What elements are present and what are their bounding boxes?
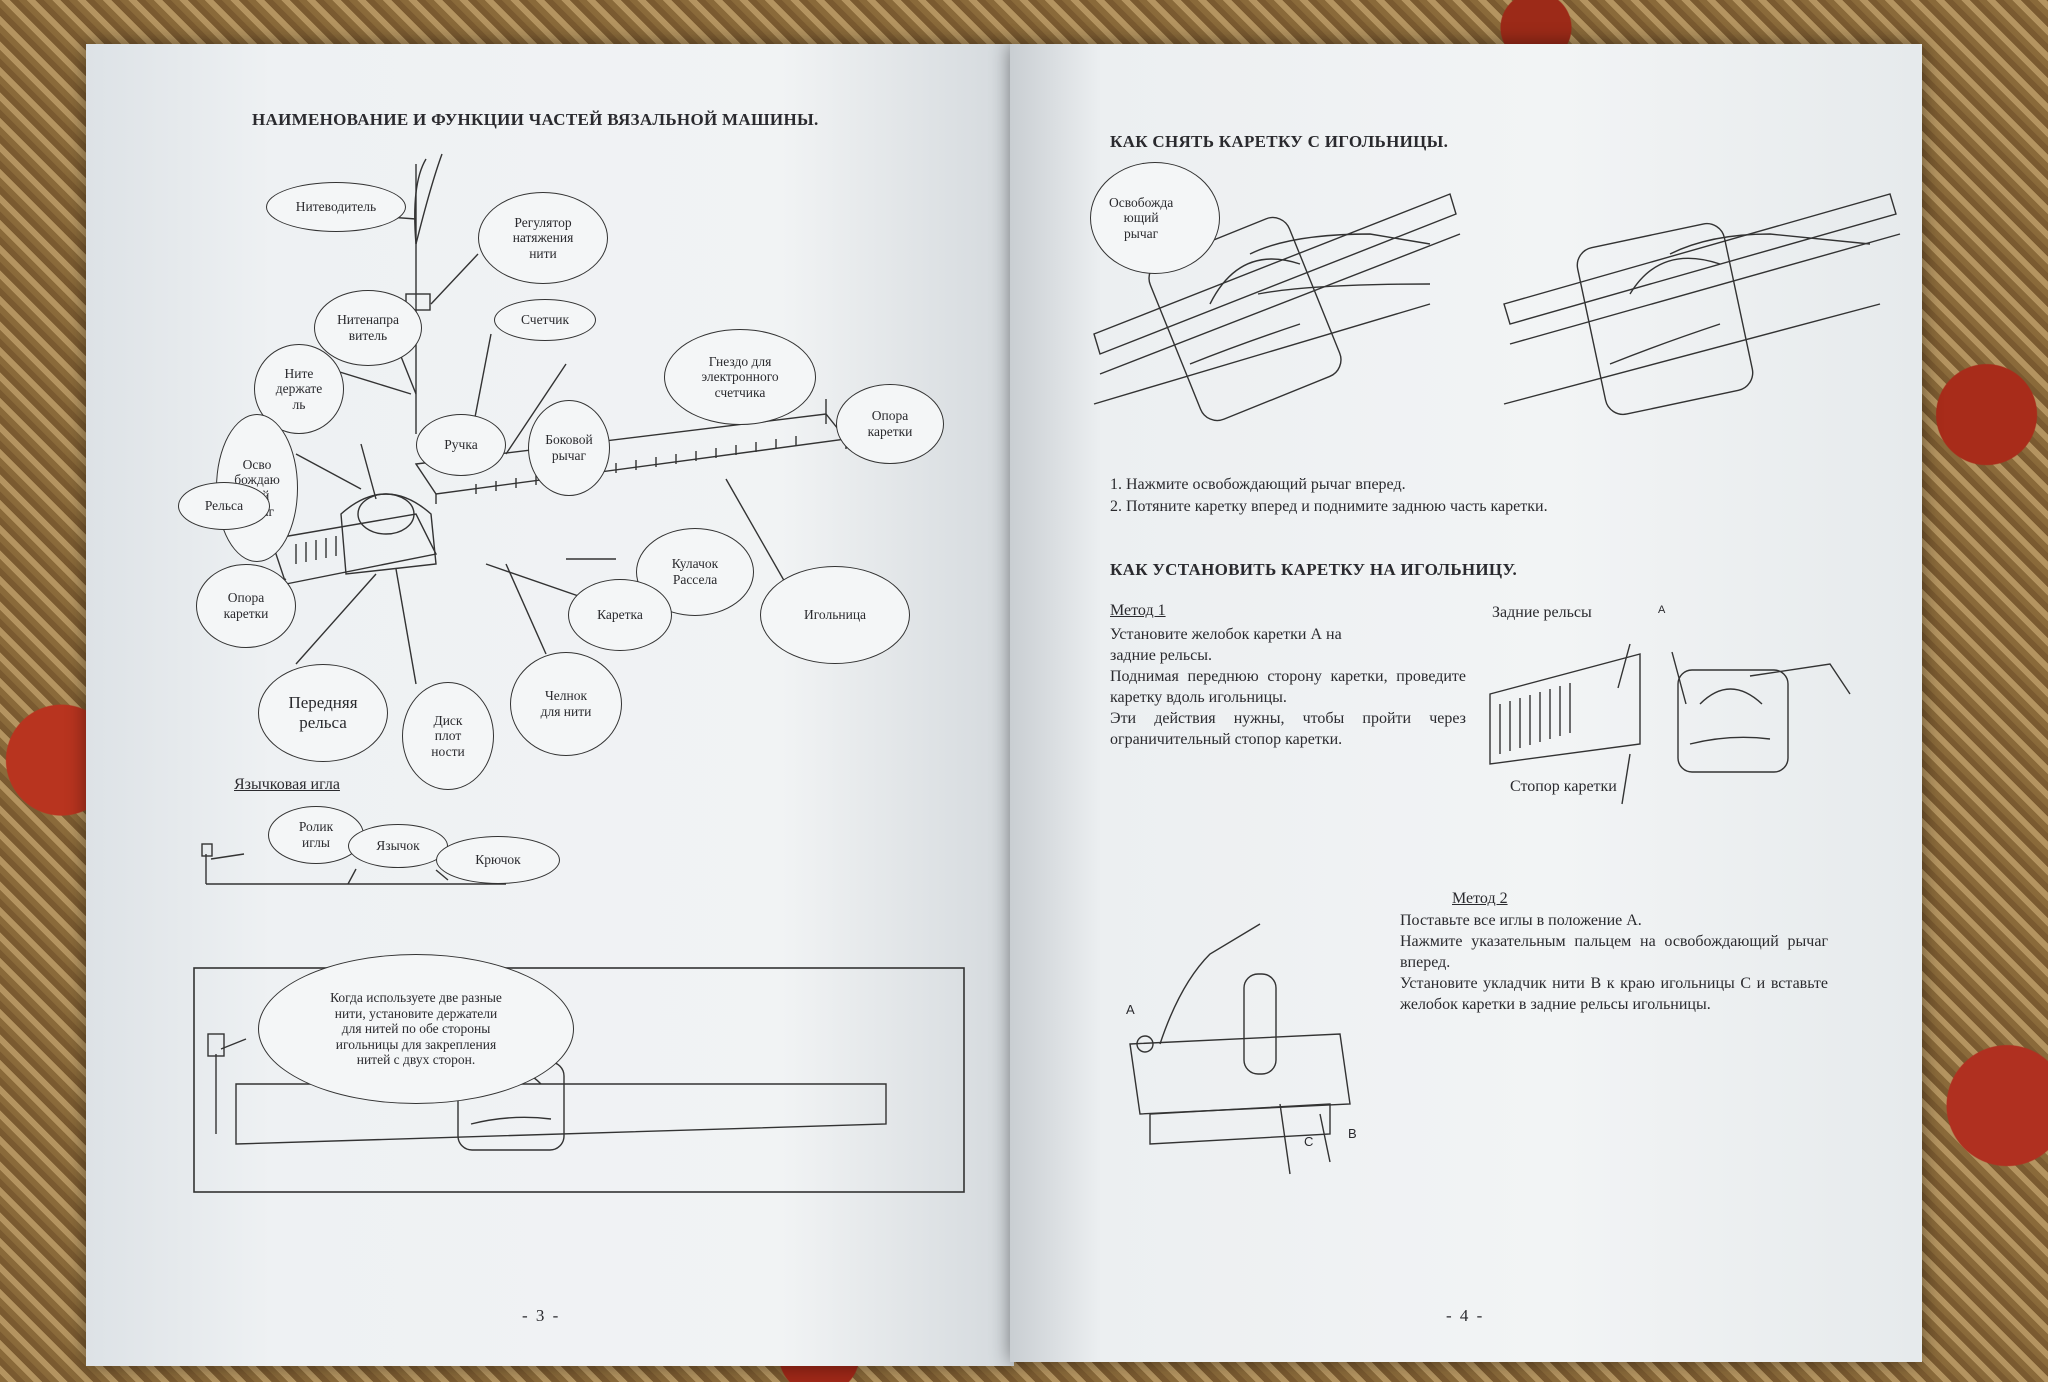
label-groove-a: A [1658,604,1666,616]
method2-heading: Метод 2 [1452,890,1508,907]
callout-tension-dial: Диск плот ности [402,682,494,790]
callout-front-rail: Передняя рельса [258,664,388,762]
tip-bubble: Когда используете две разные нити, устан… [258,954,574,1104]
remove-step-1: 1. Нажмите освобождающий рычаг вперед. [1110,476,1406,493]
callout-release-lever-right: Освобожда ющий рычаг [1090,162,1220,274]
method2-text: Поставьте все иглы в положение А. Нажмит… [1400,912,1828,1013]
callout-carriage-support-right: Опора каретки [836,384,944,464]
method1-heading: Метод 1 [1110,602,1166,619]
label-carriage-stopper: Стопор каретки [1510,778,1617,795]
label-rear-rails: Задние рельсы [1492,604,1592,621]
remove-carriage-title: КАК СНЯТЬ КАРЕТКУ С ИГОЛЬНИЦЫ. [1110,132,1449,151]
callout-needle-hook: Крючок [436,836,560,884]
callout-yarn-shuttle: Челнок для нити [510,652,622,756]
callout-electronic-counter-socket: Гнездо для электронного счетчика [664,329,816,425]
method1-text: Установите желобок каретки А на задние р… [1110,626,1466,748]
page-number-left: - 3 - [522,1306,561,1325]
callout-rail: Рельса [178,482,270,530]
callout-yarn-guide: Нитенапра витель [314,290,422,366]
install-carriage-title: КАК УСТАНОВИТЬ КАРЕТКУ НА ИГОЛЬНИЦУ. [1110,560,1517,579]
callout-tension-regulator: Регулятор натяжения нити [478,192,608,284]
remove-carriage-drawings [1093,193,1901,1175]
page-number-right: - 4 - [1446,1306,1485,1325]
callout-needle-latch: Язычок [348,824,448,868]
label-point-b: B [1348,1126,1357,1141]
needle-section-title: Язычковая игла [234,776,340,793]
callout-handle: Ручка [416,414,506,476]
remove-step-2: 2. Потяните каретку вперед и поднимите з… [1110,498,1548,515]
callout-thread-guide: Нитеводитель [266,182,406,232]
left-page-title: НАИМЕНОВАНИЕ И ФУНКЦИИ ЧАСТЕЙ ВЯЗАЛЬНОЙ … [252,110,819,129]
callout-side-lever: Боковой рычаг [528,400,610,496]
callout-needle-bed: Игольница [760,566,910,664]
label-point-c: C [1304,1134,1314,1149]
callout-needle-roller: Ролик иглы [268,806,364,864]
callout-counter: Счетчик [494,299,596,341]
right-page: КАК СНЯТЬ КАРЕТКУ С ИГОЛЬНИЦЫ. [1010,44,1922,1362]
callout-carriage-support-left: Опора каретки [196,564,296,648]
callout-carriage: Каретка [568,579,672,651]
left-page: НАИМЕНОВАНИЕ И ФУНКЦИИ ЧАСТЕЙ ВЯЗАЛЬНОЙ … [86,44,1014,1366]
label-point-a: A [1126,1002,1135,1017]
